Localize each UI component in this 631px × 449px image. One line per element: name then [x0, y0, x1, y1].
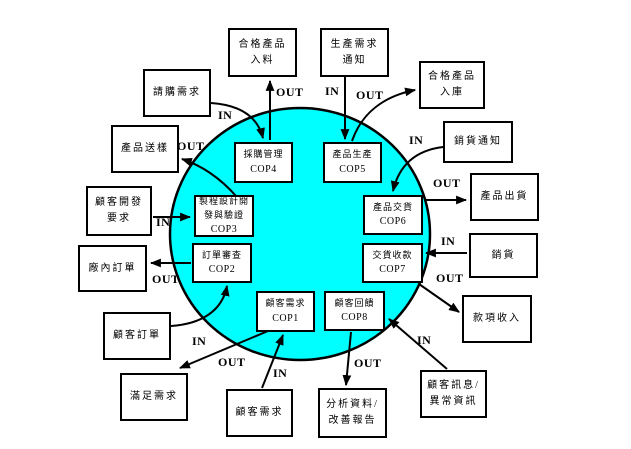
ext-box-customer-demand: 顧客需求: [226, 389, 293, 437]
flow-label-out: OUT: [433, 176, 461, 190]
ext-box-factory-internal-order: 廠內訂單: [78, 245, 147, 292]
arrow-out-product-sample: [180, 157, 237, 197]
ext-box-purchase-requisition: 請購需求: [143, 69, 211, 117]
cop-box-cop2-order-review: 訂單審查 COP2: [192, 243, 252, 283]
cop-code: COP7: [379, 264, 406, 276]
box-label: 顧客需求: [235, 407, 284, 418]
ext-box-payment-received: 款項收入: [462, 295, 532, 343]
box-label: 製程設計開: [198, 196, 249, 206]
box-label: 入料: [250, 54, 275, 66]
flow-label-in: IN: [417, 333, 432, 347]
flow-label-in: IN: [409, 133, 424, 147]
cop-code: COP2: [208, 264, 236, 276]
arrow-out-satisfy-demand: [178, 330, 269, 369]
box-label: 銷貨通知: [454, 136, 502, 147]
box-label: 顧客需求: [265, 298, 306, 309]
ext-box-product-shipment: 產品出貨: [470, 173, 539, 221]
ext-box-qualified-product-incoming: 合格產品 入料: [228, 28, 297, 77]
box-label: 合格產品: [428, 71, 476, 82]
box-label: 款項收入: [473, 313, 521, 324]
ext-box-analysis-improvement-report: 分析資料/ 改善報告: [318, 388, 387, 438]
arrow-in-purchase-req: [210, 102, 265, 140]
cop-box-cop7-collection: 交貨收款 COP7: [362, 243, 423, 283]
arrow-out-qualified-warehouse: [351, 87, 417, 142]
cop-box-cop4-purchasing: 採購管理 COP4: [234, 142, 293, 183]
box-label: 產品交貨: [372, 201, 413, 212]
flow-label-out: OUT: [354, 356, 382, 370]
box-label: 入庫: [440, 87, 464, 98]
box-label: 生產需求: [330, 38, 379, 50]
box-label: 顧客訂單: [113, 330, 161, 341]
cop-box-cop3-process-design: 製程設計開 發與驗證 COP3: [194, 195, 254, 237]
cop-box-cop6-delivery: 產品交貨 COP6: [363, 195, 423, 235]
arrow-in-customer-order: [170, 284, 230, 327]
ext-box-customer-order: 顧客訂單: [103, 312, 171, 360]
box-label: 產品出貨: [480, 191, 529, 202]
flow-label-out: OUT: [276, 85, 304, 99]
box-label: 請購需求: [153, 87, 201, 98]
box-label: 通知: [342, 54, 367, 66]
ext-box-customer-development-request: 顧客開發 要求: [86, 186, 152, 236]
flow-label-in: IN: [441, 234, 456, 248]
box-label: 分析資料/: [326, 399, 379, 410]
flow-label-out: OUT: [152, 272, 180, 286]
box-label: 發與驗證: [203, 209, 244, 220]
box-label: 採購管理: [243, 149, 284, 160]
box-label: 廠內訂單: [88, 262, 137, 274]
box-label: 滿足需求: [130, 391, 178, 402]
cop-code: COP5: [339, 163, 366, 175]
flow-label-in: IN: [156, 215, 171, 229]
cop-code: COP6: [379, 216, 407, 228]
box-label: 產品送樣: [121, 143, 169, 154]
box-label: 合格產品: [238, 38, 287, 50]
ext-box-product-sample: 產品送樣: [111, 125, 179, 173]
cop-box-cop8-customer-feedback: 顧客回饋 COP8: [324, 291, 385, 331]
box-label: 改善報告: [328, 415, 377, 426]
cop-box-cop5-production: 產品生產 COP5: [323, 142, 382, 183]
box-label: 顧客訊息/: [427, 380, 480, 391]
cop-code: COP4: [250, 163, 277, 175]
arrow-in-customer-info: [388, 318, 448, 370]
cop-code: COP1: [272, 312, 299, 324]
ext-box-customer-info-abnormal: 顧客訊息/ 異常資訊: [420, 370, 487, 418]
box-label: 異常資訊: [429, 396, 478, 407]
flow-label-out: OUT: [218, 355, 246, 369]
ext-box-satisfy-demand: 滿足需求: [120, 373, 188, 421]
box-label: 顧客回饋: [334, 297, 375, 308]
flow-label-in: IN: [192, 334, 207, 348]
box-label: 交貨收款: [372, 249, 413, 260]
ext-box-sales-notice: 銷貨通知: [443, 121, 513, 163]
flow-label-out: OUT: [436, 271, 464, 285]
cop-box-cop1-customer-demand: 顧客需求 COP1: [256, 291, 315, 332]
ext-box-production-demand-notice: 生產需求 通知: [320, 28, 389, 77]
box-label: 產品生產: [332, 149, 373, 160]
box-label: 顧客開發: [95, 197, 143, 208]
cop-code: COP3: [210, 224, 238, 235]
flow-label-out: OUT: [177, 139, 205, 153]
flow-label-in: IN: [325, 84, 340, 98]
box-label: 銷貨: [491, 249, 516, 261]
arrow-in-customer-demand: [261, 333, 284, 389]
box-label: 訂單審查: [201, 249, 242, 260]
flow-label-in: IN: [218, 108, 233, 122]
ext-box-sales: 銷貨: [469, 233, 538, 278]
ext-box-qualified-product-warehouse: 合格產品 入庫: [419, 61, 485, 109]
arrow-out-payment-received: [418, 283, 460, 313]
cop-code: COP8: [341, 312, 368, 324]
arrow-in-sales-notice: [390, 146, 444, 193]
arrow-out-analysis-report: [342, 331, 352, 387]
box-label: 要求: [107, 213, 131, 224]
flow-label-in: IN: [273, 366, 288, 380]
flow-label-out: OUT: [356, 88, 384, 102]
